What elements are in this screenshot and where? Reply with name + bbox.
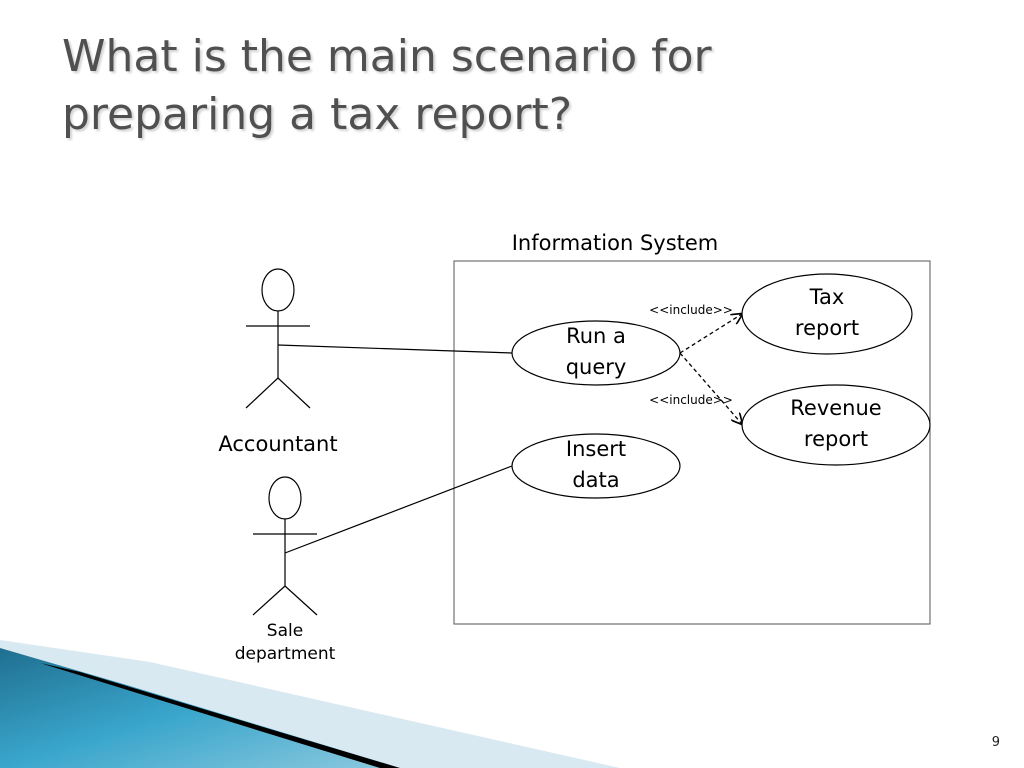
system-label: Information System [512,231,719,255]
actor-accountant [245,268,311,409]
use-case-tax-report-label-line-1: Tax [809,285,845,309]
slide-title: What is the main scenario for preparing … [62,28,962,144]
include-arrow-revenue-report [679,352,742,424]
use-case-insert-data-label-line-1: Insert [566,437,626,461]
include-label-revenue-report: <<include>> [649,393,733,407]
actor-accountant-label: Accountant [218,432,337,456]
association-sale-insert-data [284,465,513,554]
decorative-ribbon [0,640,620,768]
use-case-run-query [511,320,681,386]
system-boundary [453,260,931,625]
slide-title-line-1: What is the main scenario for [62,31,712,82]
slide-number: 9 [991,735,1000,750]
use-case-tax-report-label-line-2: report [795,316,859,340]
actor-accountant-left-leg [245,377,279,409]
use-case-tax-report [741,273,913,355]
association-accountant-run-query [277,344,513,354]
use-case-revenue-report-label-line-2: report [804,427,868,451]
actor-sale-department-head [268,476,302,520]
use-case-revenue-report [741,384,931,466]
ribbon-dark-band [40,663,400,768]
actor-accountant-head [261,268,295,312]
use-case-run-query-label-line-1: Run a [566,324,626,348]
use-case-run-query-label-line-2: query [566,355,627,379]
actor-sale-department-left-leg [252,585,286,616]
include-label-tax-report: <<include>> [649,303,733,317]
actor-sale-department-label-line-2: department [235,644,336,664]
slide-title-line-2: preparing a tax report? [62,89,573,140]
include-arrow-tax-report [679,314,742,354]
actor-accountant-right-leg [277,377,311,409]
actor-sale-department [252,476,318,616]
use-case-revenue-report-label-line-1: Revenue [790,396,881,420]
actor-sale-department-label-line-1: Sale [267,621,303,641]
use-case-insert-data-label-line-2: data [572,468,619,492]
use-case-insert-data [511,433,681,499]
actor-sale-department-right-leg [284,585,318,616]
